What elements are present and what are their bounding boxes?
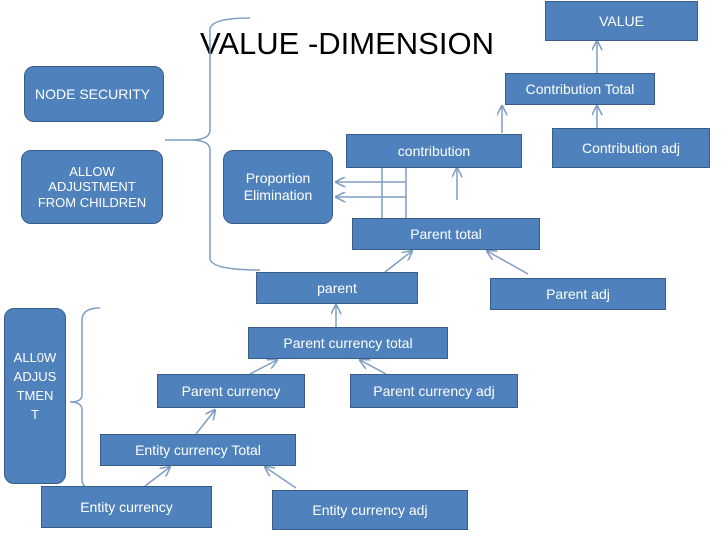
node-security-node: NODE SECURITY (24, 66, 164, 122)
entity-currency-node: Entity currency (41, 486, 212, 528)
diagram-title: VALUE -DIMENSION (200, 26, 494, 61)
allow-adjustment-from-children-node: ALLOW ADJUSTMENT FROM CHILDREN (21, 150, 163, 224)
bottom-bracket (69, 307, 101, 491)
arrow-entity-currency-adj-to-entity-currency-total (265, 467, 297, 489)
arrow-parent-currency-to-parent-currency-total (249, 360, 277, 375)
contribution-node: contribution (346, 134, 522, 168)
allow-adjustment-node: ALL0W ADJUS TMEN T (4, 308, 66, 484)
arrow-entity-currency-total-to-parent-currency (195, 410, 215, 435)
parent-adj-node: Parent adj (490, 278, 666, 310)
parent-total-node: Parent total (352, 218, 540, 250)
parent-currency-total-node: Parent currency total (248, 327, 448, 359)
parent-currency-node: Parent currency (157, 374, 305, 408)
contribution-adj-node: Contribution adj (552, 128, 710, 168)
parent-currency-adj-node: Parent currency adj (350, 374, 518, 408)
entity-currency-total-node: Entity currency Total (100, 434, 296, 466)
arrow-entity-currency-to-entity-currency-total (144, 467, 170, 487)
arrow-parent-currency-adj-to-parent-currency-total (360, 360, 387, 375)
parent-node: parent (256, 272, 418, 304)
value-node: VALUE (545, 1, 698, 41)
entity-currency-adj-node: Entity currency adj (272, 490, 468, 530)
arrow-parent-adj-to-parent-total (487, 251, 529, 275)
contribution-total-node: Contribution Total (505, 73, 655, 105)
proportion-elimination-node: Proportion Elimination (223, 150, 333, 224)
top-bracket (189, 17, 261, 271)
arrow-parent-to-parent-total (384, 251, 412, 273)
